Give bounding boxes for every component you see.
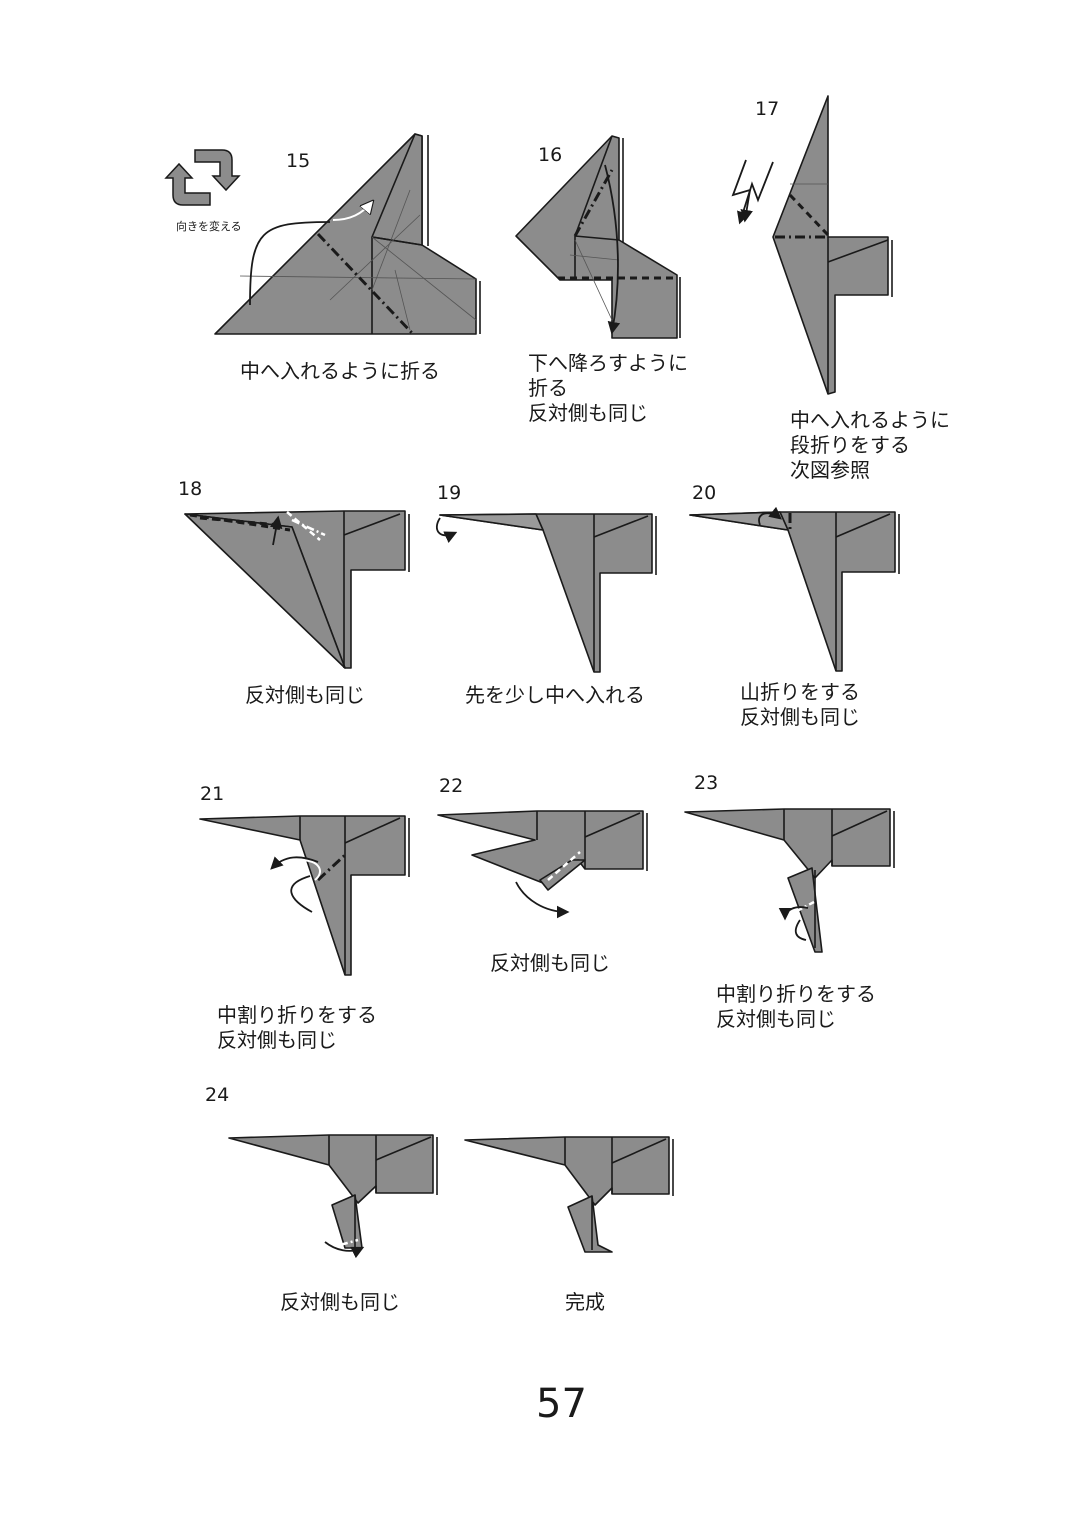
- step-20-caption-line-2: 反対側も同じ: [740, 705, 860, 729]
- turn-over-icon: [164, 149, 241, 206]
- step-23-diagram: [684, 808, 895, 953]
- step-17-number: 17: [755, 98, 779, 120]
- step-18-diagram: [184, 510, 410, 669]
- step-15-caption: 中へ入れるように折る: [240, 359, 440, 383]
- page-number: 57: [536, 1381, 587, 1427]
- finished-caption: 完成: [565, 1290, 605, 1314]
- step-24-diagram: [228, 1134, 438, 1259]
- step-21-caption-line-1: 中割り折りをする: [217, 1003, 377, 1027]
- step-23-caption-line-2: 反対側も同じ: [716, 1007, 836, 1031]
- step-18-number: 18: [178, 478, 202, 500]
- step-23-caption-line-1: 中割り折りをする: [716, 982, 876, 1006]
- step-24-number: 24: [205, 1084, 229, 1106]
- step-16-diagram: [515, 135, 681, 339]
- step-19-number: 19: [437, 482, 461, 504]
- step-16-caption-line-3: 反対側も同じ: [528, 401, 648, 425]
- step-24-caption: 反対側も同じ: [280, 1290, 400, 1314]
- step-20-diagram: [689, 506, 900, 672]
- step-16-caption-line-1: 下へ降ろすように: [528, 351, 688, 375]
- step-19-caption: 先を少し中へ入れる: [465, 683, 645, 707]
- finished-model-diagram: [464, 1136, 674, 1253]
- step-19-diagram: [435, 513, 657, 673]
- step-21-caption-line-2: 反対側も同じ: [217, 1028, 337, 1052]
- step-15-diagram: [214, 133, 481, 335]
- step-17-caption-line-1: 中へ入れるように: [790, 408, 950, 432]
- step-16-caption-line-2: 折る: [528, 376, 568, 400]
- step-16-number: 16: [538, 144, 562, 166]
- step-21-diagram: [199, 815, 410, 976]
- step-22-number: 22: [439, 775, 463, 797]
- step-22-caption: 反対側も同じ: [490, 951, 610, 975]
- step-17-diagram: [731, 95, 893, 395]
- step-17-caption-line-3: 次図参照: [790, 458, 870, 482]
- step-23-number: 23: [694, 772, 718, 794]
- step-18-caption: 反対側も同じ: [245, 683, 365, 707]
- step-21-number: 21: [200, 783, 224, 805]
- step-22-diagram: [437, 810, 648, 919]
- turn-over-label: 向きを変える: [176, 219, 242, 233]
- step-17-caption-line-2: 段折りをする: [790, 433, 910, 457]
- step-20-number: 20: [692, 482, 716, 504]
- step-15-number: 15: [286, 150, 310, 172]
- step-20-caption-line-1: 山折りをする: [740, 680, 860, 704]
